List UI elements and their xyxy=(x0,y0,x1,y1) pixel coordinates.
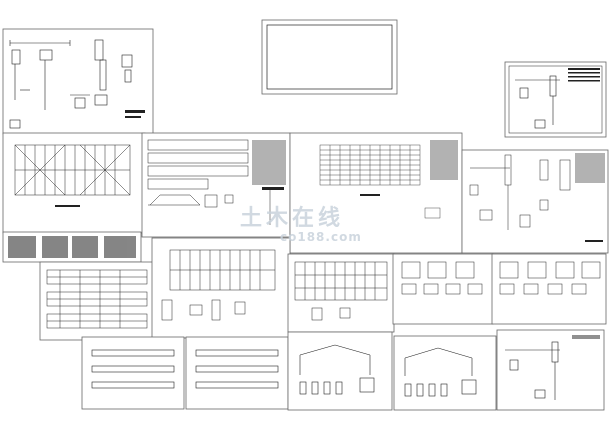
sheet-plan-2[interactable] xyxy=(151,237,291,339)
sheet-details-1[interactable] xyxy=(2,28,154,135)
sheet-frame-2[interactable] xyxy=(393,335,497,411)
sheet-elevation-2[interactable] xyxy=(39,261,154,341)
sheet-purlin-2[interactable] xyxy=(185,336,289,410)
sheet-details-4[interactable] xyxy=(496,329,605,411)
sheet-details-2[interactable] xyxy=(504,61,607,138)
sheet-details-3[interactable] xyxy=(461,149,609,254)
sheet-connections-1[interactable] xyxy=(392,253,494,325)
sheet-plan-3[interactable] xyxy=(287,253,395,333)
sheet-connections-2[interactable] xyxy=(491,253,607,325)
sheet-blank-frame[interactable] xyxy=(261,19,398,95)
sheet-plan-large[interactable] xyxy=(2,132,146,234)
sheet-elevation-1[interactable] xyxy=(141,132,291,238)
sheet-tables-small[interactable] xyxy=(2,231,142,263)
sheet-purlin-1[interactable] xyxy=(81,336,185,410)
sheet-plan-grid[interactable] xyxy=(289,132,463,254)
sheet-frame-1[interactable] xyxy=(287,331,393,411)
